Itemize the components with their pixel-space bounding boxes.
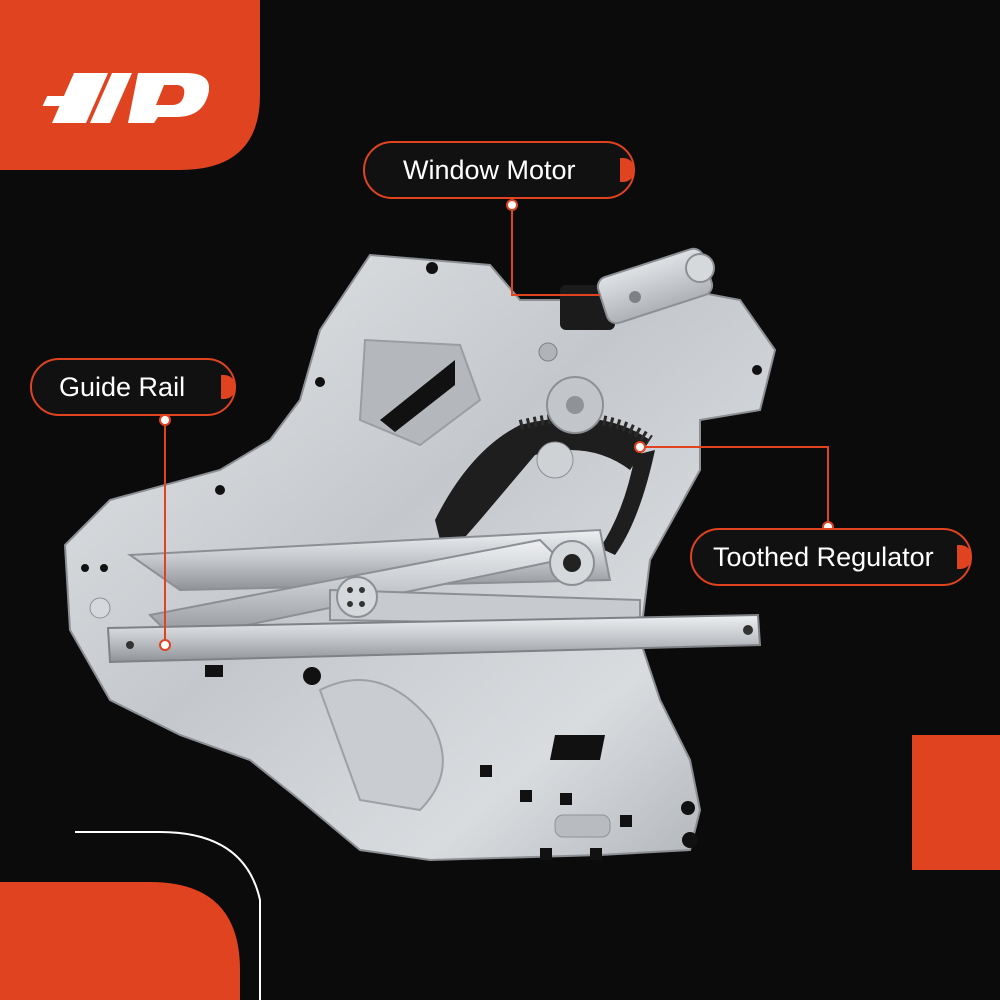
guide-rail-part <box>106 613 762 664</box>
callout-guide-rail: Guide Rail <box>30 358 236 416</box>
brand-logo-icon <box>42 73 210 123</box>
callout-toothed-regulator: Toothed Regulator <box>690 528 972 586</box>
callout-window-motor: Window Motor <box>363 141 635 199</box>
corner-shape-right <box>912 735 1000 870</box>
corner-outline-bottom-left <box>75 831 261 1000</box>
corner-shape-top-left <box>0 0 260 170</box>
corner-shape-bottom-left <box>0 882 240 1000</box>
window-regulator-assembly <box>63 247 777 862</box>
callout-tab <box>620 158 635 182</box>
scissor-arms <box>89 528 641 642</box>
toothed-regulator-part <box>435 342 655 560</box>
window-motor-part <box>560 247 715 330</box>
callout-tab <box>221 375 236 399</box>
callout-leader-lines <box>164 205 829 645</box>
callout-anchor-dots <box>159 199 834 651</box>
callout-label: Toothed Regulator <box>713 542 934 572</box>
callout-label: Window Motor <box>403 155 576 185</box>
callout-tab <box>957 545 972 569</box>
callout-label: Guide Rail <box>59 372 186 402</box>
